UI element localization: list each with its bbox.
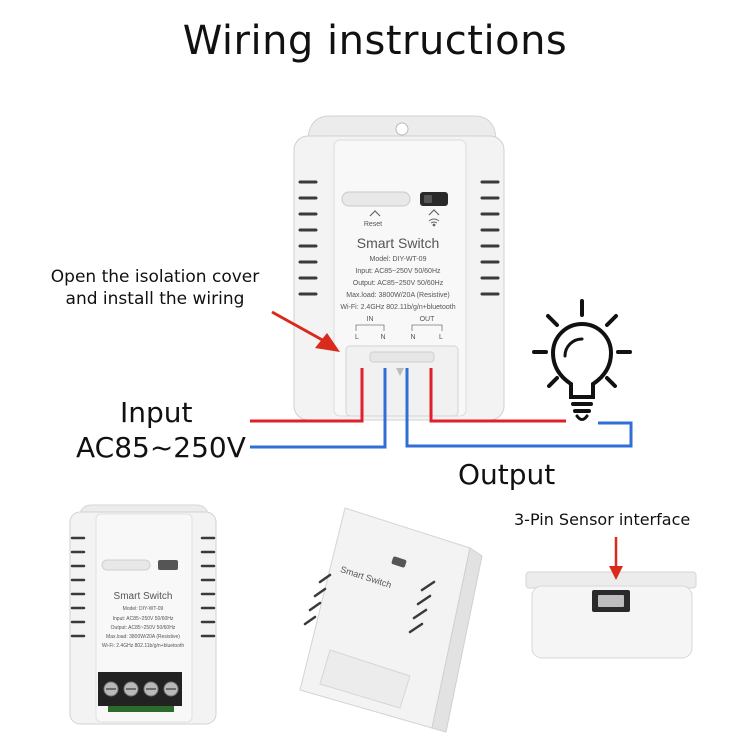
input-voltage: AC85~250V [76,431,246,464]
main-device: Reset Smart Switch Model: DIY-WT-09 Inpu… [293,115,505,421]
in-terminal-n: N [380,334,385,341]
callout-line-1: Open the isolation cover [50,267,260,287]
callout-line-2: and install the wiring [65,289,245,309]
spec-maxload: Max.load: 3800W/20A (Resistive) [346,292,450,299]
input-neutral-wire [250,368,387,449]
mounting-hole [395,122,409,136]
isolation-cover-callout: Open the isolation cover and install the… [30,266,280,310]
reset-button[interactable] [341,191,411,207]
wires [250,368,633,449]
photo-device-name: Smart Switch [114,591,173,602]
lightbulb-icon [532,299,632,421]
device-side-photo [525,571,697,659]
output-neutral-wire [405,368,633,448]
photo-device-model: Model: DIY-WT-09 [123,606,164,612]
device-model: Model: DIY-WT-09 [370,256,427,263]
device-name: Smart Switch [357,235,439,251]
sensor-arrow [609,537,623,580]
wifi-icon [428,218,440,227]
spec-wifi: Wi-Fi: 2.4GHz 802.11b/g/n+bluetooth [340,304,455,311]
reset-label: Reset [364,221,382,228]
out-terminal-n: N [410,334,415,341]
spec-input: Input: AC85~250V 50/60Hz [355,268,441,275]
output-label: Output [458,458,556,491]
input-live-wire [250,368,364,423]
callout-arrow [271,310,340,352]
photo-spec-wifi: Wi-Fi: 2.4GHz 802.11b/g/n+bluetooth [102,643,185,649]
spec-output: Output: AC85~250V 50/60Hz [353,280,444,287]
photo-spec-output: Output: AC85~250V 50/60Hz [111,625,176,631]
reset-chevron-icon [369,210,381,217]
sensor-interface-label: 3-Pin Sensor interface [514,510,691,529]
page-title: Wiring instructions [182,18,568,64]
device-front-photo: Smart Switch Model: DIY-WT-09 Input: AC8… [69,504,217,725]
out-label: OUT [420,316,436,323]
photo-spec-maxload: Max.load: 3800W/20A (Resistive) [106,634,180,640]
input-label: Input [120,396,193,429]
photo-spec-input: Input: AC85~250V 50/60Hz [113,616,174,622]
output-live-wire [429,368,566,423]
device-angled-photo: Smart Switch [299,507,483,733]
in-terminal-l: L [355,334,359,341]
led-chevron-icon [428,209,440,216]
in-label: IN [367,316,374,323]
side-vents [298,180,500,296]
out-terminal-l: L [439,334,443,341]
